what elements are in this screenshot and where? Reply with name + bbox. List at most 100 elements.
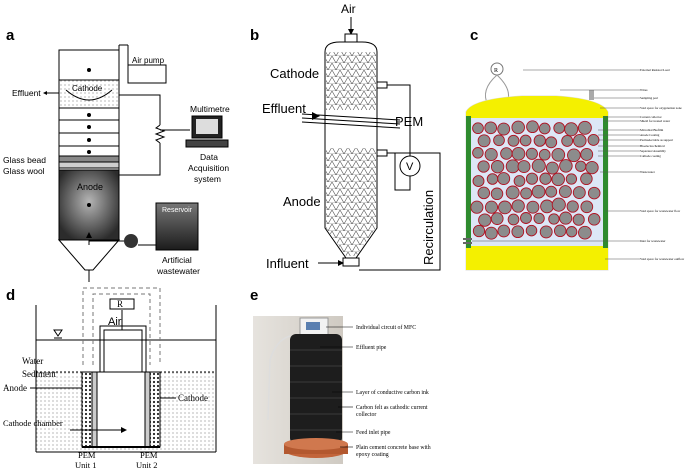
c-granule <box>580 147 594 161</box>
c-granule <box>500 147 513 160</box>
cathode-curve <box>65 89 113 101</box>
c-granule <box>565 173 578 185</box>
d-unit2-wall <box>149 371 161 448</box>
c-granule <box>538 148 551 161</box>
d-air-label: Air <box>108 316 122 328</box>
panel-d: d R Air Water Sediment Anode Cathode <box>3 287 217 470</box>
panel-a-letter: a <box>6 27 15 44</box>
b-influent-label: Influent <box>266 256 309 271</box>
glass-wool-layer <box>58 161 120 169</box>
cathode-region <box>58 79 120 109</box>
b-recirculation-label: Recirculation <box>421 190 436 265</box>
b-voltmeter-label: V <box>406 161 414 173</box>
c-granule <box>566 200 579 213</box>
c-granule <box>484 200 499 214</box>
panel-c-letter: c <box>470 27 478 44</box>
c-granule <box>478 213 492 227</box>
c-granule <box>472 175 485 188</box>
panel-e-letter: e <box>250 287 258 304</box>
c-granule <box>505 159 520 174</box>
d-anode-label: Anode <box>3 383 27 393</box>
c-granule <box>525 147 538 160</box>
b-cathode-label: Cathode <box>270 66 319 81</box>
b-effluent-label: Effluent <box>262 101 306 116</box>
a-system-label: system <box>194 174 221 184</box>
c-granule <box>525 172 539 185</box>
b-pem-label: PEM <box>395 114 423 129</box>
c-granule <box>477 186 491 200</box>
c-granule <box>572 186 586 200</box>
c-resistor-label: R <box>494 68 498 74</box>
c-granule <box>511 146 526 161</box>
a-artificial-label: Artificial <box>162 255 192 265</box>
d-resistor-box <box>109 298 135 310</box>
c-label-inlet: Inlet for wastewater <box>640 239 666 243</box>
c-granule <box>577 120 592 135</box>
c-granule <box>526 120 539 134</box>
a-data-label: Data <box>200 152 218 162</box>
d-unit1-wall <box>81 371 93 448</box>
c-granule <box>548 213 560 225</box>
e-circuit-label: Individual circuit of MFC <box>356 324 416 331</box>
c-granule <box>564 122 579 137</box>
c-granule <box>551 147 566 162</box>
c-granule <box>575 160 587 172</box>
d-resistor-label: R <box>117 299 123 309</box>
c-granule <box>553 224 567 238</box>
a-acquisition-label: Acquisition <box>188 163 229 173</box>
c-granule <box>513 175 526 187</box>
d-pem2-label: PEM <box>140 450 158 460</box>
c-granule <box>477 160 490 173</box>
c-granule <box>472 122 484 135</box>
c-label-void-flow: Void space for wastewater flow <box>640 209 681 213</box>
c-granule <box>511 120 525 135</box>
resistor-symbol <box>154 124 166 144</box>
pump-symbol <box>124 234 138 248</box>
c-granule <box>538 122 551 135</box>
c-granule <box>559 211 573 225</box>
c-granule <box>497 224 511 238</box>
c-granule <box>498 200 512 215</box>
c-granule <box>484 121 498 135</box>
c-granule <box>578 225 592 240</box>
c-granule <box>507 213 520 226</box>
c-granule <box>558 185 572 199</box>
c-label-biofilm: Microbial Biofilm <box>640 128 664 132</box>
c-granule <box>551 172 565 187</box>
c-granule <box>484 226 498 240</box>
a-multimetre-label: Multimetre <box>190 104 230 114</box>
c-granule <box>539 225 553 239</box>
b-air-label: Air <box>341 2 356 16</box>
reactor-cone <box>57 239 121 271</box>
c-granule <box>526 200 540 214</box>
c-granule <box>587 133 600 146</box>
c-granule <box>525 224 538 237</box>
c-label-wires: Wires <box>640 88 648 92</box>
c-granule <box>505 185 520 200</box>
e-effluent-pipe-label: Effluent pipe <box>356 344 387 351</box>
d-unit1-label: Unit 1 <box>75 460 97 470</box>
b-anode-label: Anode <box>283 194 321 209</box>
reservoir-tank <box>155 202 199 251</box>
panel-e: e Individual circuit <box>250 287 431 464</box>
e-base-label: Plain cement concrete base with <box>356 445 431 451</box>
multimetre-keyboard <box>185 139 229 148</box>
c-granule <box>572 213 585 226</box>
c-granule <box>490 187 504 201</box>
c-bottom-band <box>466 246 608 270</box>
c-granule <box>551 197 566 212</box>
a-effluent-label: Effluent <box>12 88 41 98</box>
c-granule <box>520 212 532 224</box>
c-label-permselectable: Permselectable as support <box>640 138 673 142</box>
a-anode-label: Anode <box>77 182 103 192</box>
c-granule <box>472 224 486 238</box>
c-granule <box>580 200 594 214</box>
c-granule <box>484 147 498 162</box>
c-label-bioelectro: Bioelectrochemical <box>640 144 665 148</box>
d-water-label: Water <box>22 356 43 366</box>
a-air-pump-label: Air pump <box>132 56 165 65</box>
d-cathode-label: Cathode <box>178 393 208 403</box>
glass-bead-layer <box>58 155 120 163</box>
c-granule <box>587 186 601 200</box>
d-cathode-chamber-label: Cathode chamber <box>3 418 63 428</box>
